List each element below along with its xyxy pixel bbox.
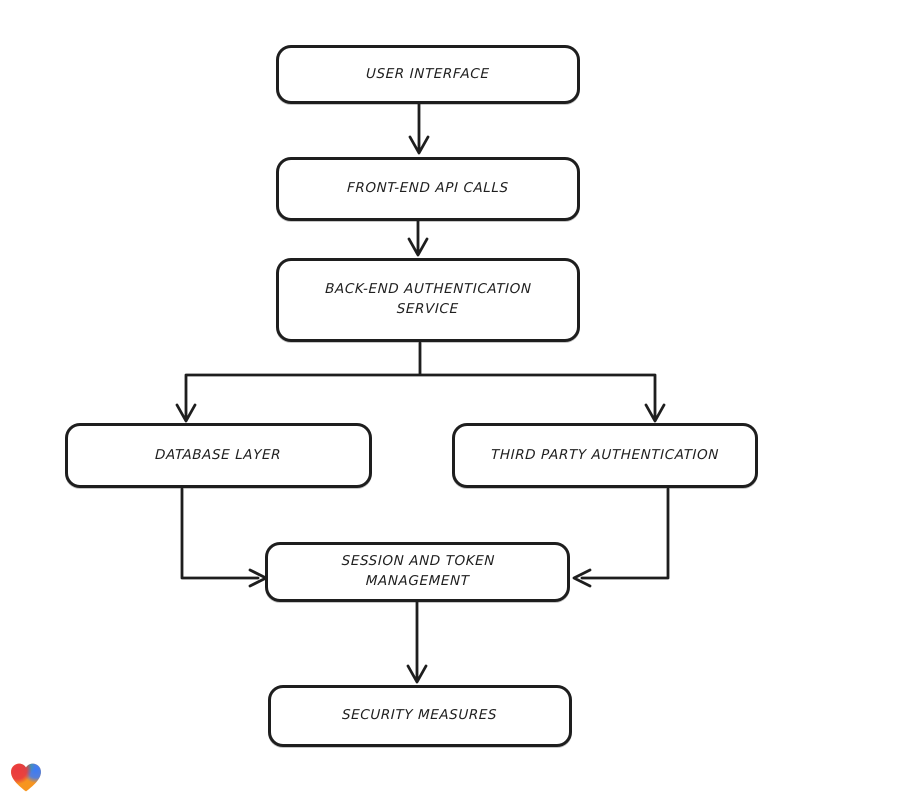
heart-logo[interactable] — [9, 760, 43, 796]
node-label: USER INTERFACE — [366, 65, 491, 82]
node-security-measures[interactable]: SECURITY MEASURES — [268, 685, 572, 747]
node-database-layer[interactable]: DATABASE LAYER — [65, 423, 372, 488]
connector-session-to-security — [406, 600, 428, 684]
node-label: SESSION AND TOKEN MANAGEMENT — [340, 553, 495, 589]
connector-database-to-session — [180, 487, 268, 588]
node-label: BACK-END AUTHENTICATION SERVICE — [324, 281, 532, 317]
node-back-end-authentication-service[interactable]: BACK-END AUTHENTICATION SERVICE — [276, 258, 580, 342]
connector-backend-branch — [175, 341, 666, 423]
node-front-end-api-calls[interactable]: FRONT-END API CALLS — [276, 157, 580, 221]
connector-ui-to-frontend — [408, 102, 430, 155]
node-label: DATABASE LAYER — [155, 446, 282, 463]
node-session-and-token-management[interactable]: SESSION AND TOKEN MANAGEMENT — [265, 542, 570, 602]
node-label: FRONT-END API CALLS — [346, 180, 510, 197]
node-user-interface[interactable]: USER INTERFACE — [276, 45, 580, 104]
heart-shape — [11, 763, 41, 792]
connector-frontend-to-backend — [407, 219, 429, 257]
connector-thirdparty-to-session — [572, 487, 670, 588]
node-label: THIRD PARTY AUTHENTICATION — [490, 446, 720, 463]
node-label: SECURITY MEASURES — [342, 707, 498, 724]
node-third-party-authentication[interactable]: THIRD PARTY AUTHENTICATION — [452, 423, 758, 488]
